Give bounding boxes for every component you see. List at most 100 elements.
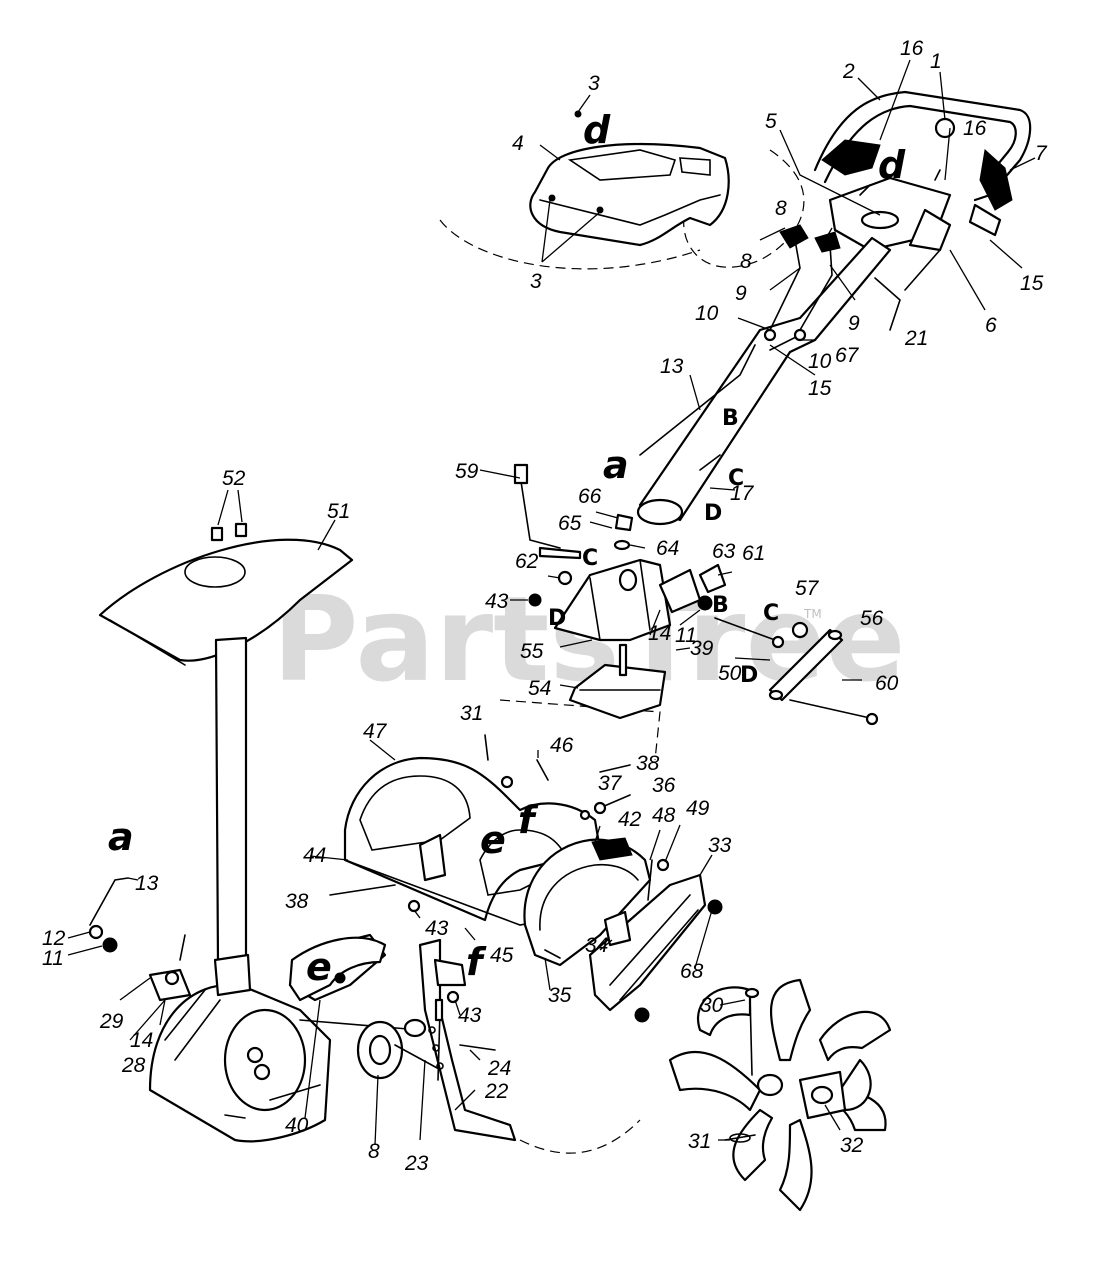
label-part-67: 67: [835, 344, 860, 367]
label-part-50: 50: [718, 662, 742, 685]
label-part-22: 22: [484, 1080, 509, 1103]
label-part-6: 6: [985, 314, 997, 337]
label-part-34: 34: [585, 934, 608, 957]
label-part-16: 16: [900, 37, 924, 60]
key-letter-D: D: [704, 501, 722, 526]
label-part-9: 9: [848, 312, 860, 335]
label-part-31: 31: [688, 1130, 711, 1153]
key-letter-d: d: [583, 108, 611, 152]
key-letter-D: D: [740, 663, 758, 688]
label-part-44: 44: [303, 844, 326, 867]
tine-shield-47: [329, 756, 602, 926]
handle-bar-assembly: [813, 90, 1032, 252]
left-side-shield: [288, 936, 387, 1002]
label-part-48: 48: [652, 804, 676, 827]
engine-cover-4: [529, 110, 730, 247]
connection-letter-keys: d d a a e e f f B B C C C D D D: [108, 108, 906, 989]
label-part-56: 56: [860, 607, 884, 630]
label-part-42: 42: [618, 808, 642, 831]
label-part-43: 43: [485, 590, 509, 613]
label-part-11: 11: [675, 624, 697, 647]
label-part-1: 1: [930, 50, 942, 73]
rear-shield-51: [98, 522, 354, 967]
key-letter-f: f: [466, 940, 487, 984]
label-part-66: 66: [578, 485, 602, 508]
label-part-11: 11: [42, 947, 64, 970]
tine-assembly: [668, 978, 892, 1212]
label-part-14: 14: [648, 622, 671, 645]
label-part-12: 12: [42, 927, 66, 950]
label-part-39: 39: [690, 637, 714, 660]
key-letter-d: d: [878, 143, 906, 187]
label-part-15: 15: [1020, 272, 1044, 295]
label-part-10: 10: [695, 302, 719, 325]
handle-mount-bracket: [513, 463, 785, 720]
label-part-57: 57: [795, 577, 820, 600]
label-part-7: 7: [1035, 142, 1048, 165]
support-bar-56: [768, 621, 879, 726]
key-letter-C: C: [763, 601, 779, 626]
leader-lines: [67, 59, 1036, 1146]
label-part-15: 15: [808, 377, 832, 400]
label-part-9: 9: [735, 282, 747, 305]
label-part-43: 43: [425, 917, 449, 940]
label-part-8: 8: [368, 1140, 380, 1163]
label-part-2: 2: [842, 60, 855, 83]
label-part-59: 59: [455, 460, 479, 483]
label-part-30: 30: [700, 994, 724, 1017]
handle-tube: [636, 224, 941, 526]
label-part-31: 31: [460, 702, 483, 725]
label-part-36: 36: [652, 774, 676, 797]
label-part-5: 5: [765, 110, 777, 133]
depth-stake-22: [418, 938, 517, 1142]
label-part-46: 46: [550, 734, 574, 757]
label-part-52: 52: [222, 467, 246, 490]
label-part-13: 13: [660, 355, 684, 378]
hood-fasteners: [484, 734, 631, 821]
label-part-51: 51: [327, 500, 350, 523]
key-letter-B: B: [712, 593, 729, 618]
key-letter-e: e: [306, 945, 332, 989]
lower-control-rod: [88, 877, 129, 953]
label-part-55: 55: [520, 640, 544, 663]
label-part-29: 29: [99, 1010, 124, 1033]
key-letter-a: a: [108, 815, 134, 859]
right-side-shield: [523, 837, 723, 1023]
label-part-16: 16: [963, 117, 987, 140]
label-part-47: 47: [363, 720, 388, 743]
label-part-64: 64: [656, 537, 679, 560]
key-letter-C: C: [728, 466, 744, 491]
label-part-8: 8: [775, 197, 787, 220]
label-part-38: 38: [636, 752, 660, 775]
key-letter-a: a: [603, 443, 629, 487]
label-part-68: 68: [680, 960, 704, 983]
label-part-17: 17: [730, 482, 755, 505]
watermark-trademark: TM: [803, 607, 822, 621]
label-part-13: 13: [135, 872, 159, 895]
label-part-60: 60: [875, 672, 899, 695]
label-part-21: 21: [904, 327, 928, 350]
label-part-8: 8: [740, 250, 752, 273]
label-part-43: 43: [458, 1004, 482, 1027]
label-part-23: 23: [404, 1152, 429, 1175]
label-part-40: 40: [285, 1114, 309, 1137]
label-part-37: 37: [598, 772, 623, 795]
part-number-labels: 1 2 3 3 3 4 5 6 7 8 8 8 9 9 10 10 11 11 …: [42, 37, 1048, 1175]
label-part-14: 14: [130, 1029, 153, 1052]
label-part-61: 61: [742, 542, 765, 565]
label-part-3: 3: [530, 270, 542, 293]
label-part-3: 3: [588, 72, 600, 95]
label-part-45: 45: [490, 944, 514, 967]
label-part-24: 24: [487, 1057, 511, 1080]
label-part-62: 62: [515, 550, 539, 573]
label-part-49: 49: [686, 797, 710, 820]
key-letter-C: C: [582, 546, 598, 571]
label-part-10: 10: [808, 350, 832, 373]
label-part-33: 33: [708, 834, 732, 857]
label-part-32: 32: [840, 1134, 864, 1157]
label-part-38: 38: [285, 890, 309, 913]
key-letter-D: D: [548, 606, 566, 631]
label-part-65: 65: [558, 512, 582, 535]
